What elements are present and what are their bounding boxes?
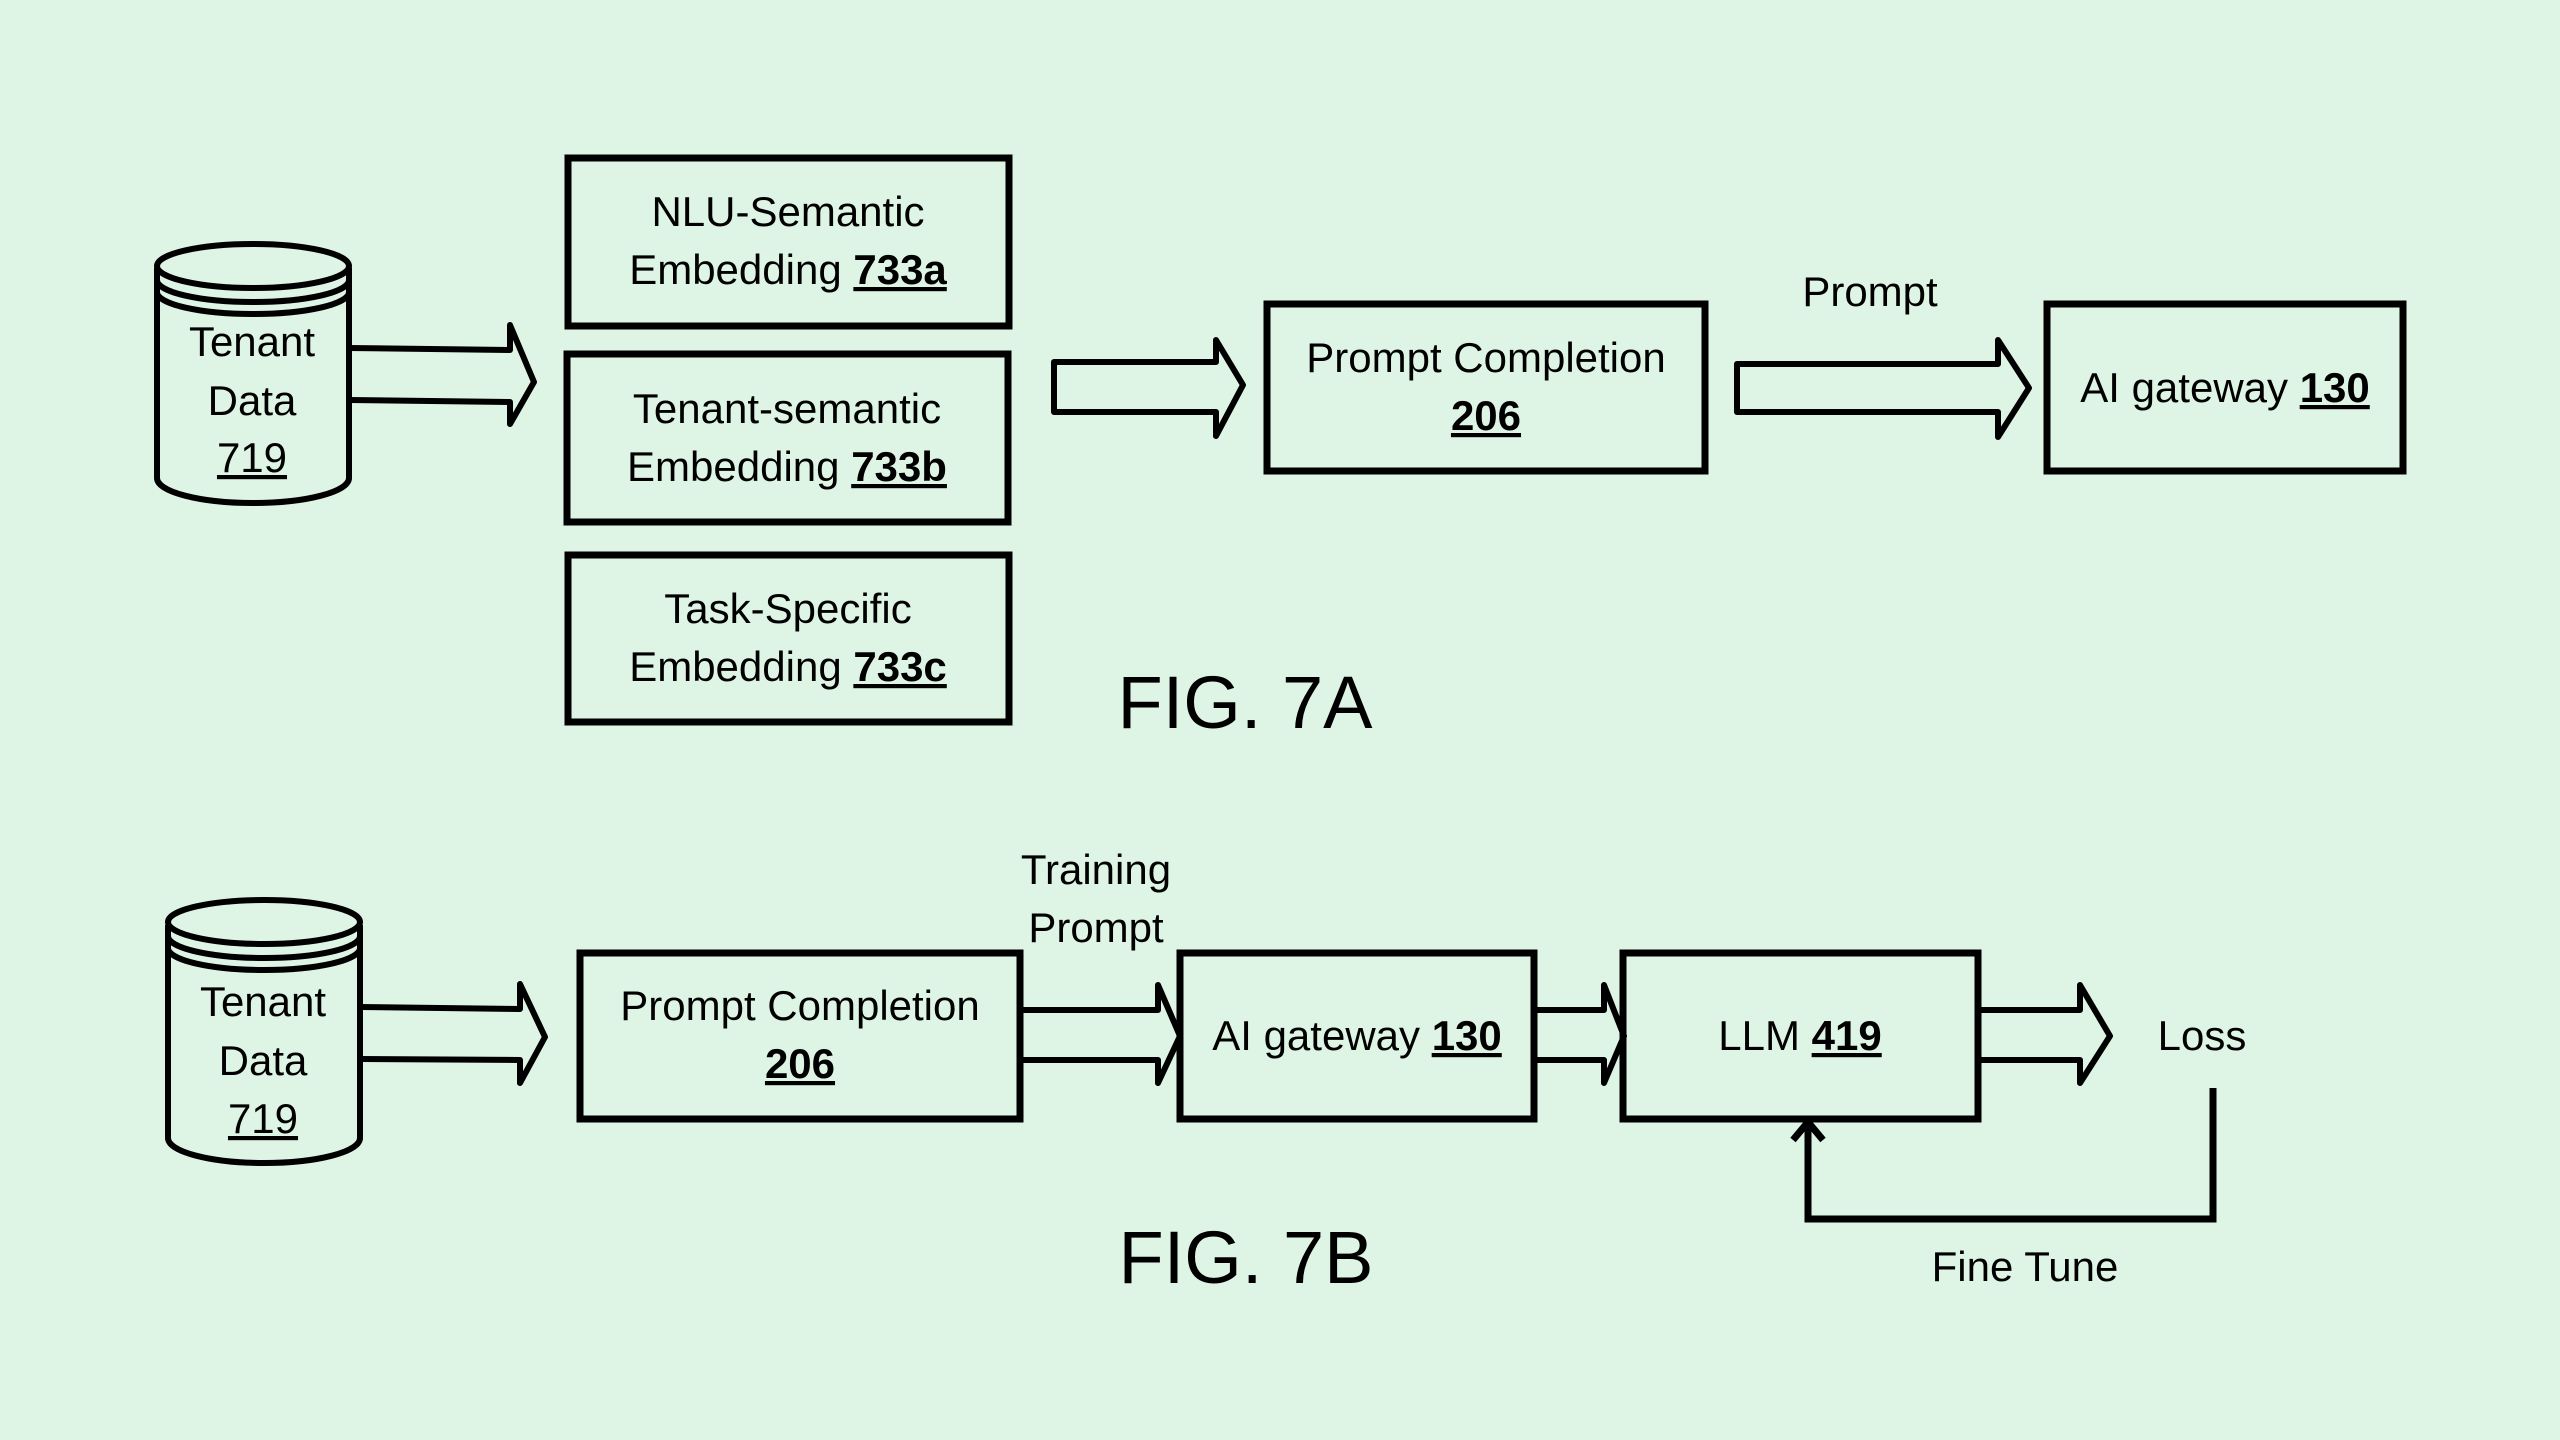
block-arrow-right-icon <box>1051 337 1246 439</box>
tenant-data-label-line1: Tenant <box>200 978 326 1025</box>
prompt-completion-box-7b: Prompt Completion 206 <box>576 949 1024 1123</box>
llm-label: LLM 419 <box>1718 1012 1881 1059</box>
database-icon <box>165 925 363 1166</box>
cylinder-ring <box>165 947 363 973</box>
embedding-subtitle: Embedding 733a <box>629 246 947 293</box>
block-arrow-right-icon <box>1978 982 2113 1086</box>
fine-tune-label: Fine Tune <box>1932 1243 2119 1290</box>
prompt-arrow-label: Prompt <box>1802 268 1938 315</box>
figure-caption-7a: FIG. 7A <box>1118 661 1374 744</box>
block-arrow-right-icon <box>1734 337 2032 440</box>
block-arrow-right-icon <box>359 981 548 1086</box>
cylinder-ring <box>154 291 352 317</box>
llm-box: LLM 419 <box>1619 949 1982 1123</box>
block-arrow-right-icon <box>1020 982 1183 1086</box>
ai-gateway-label: AI gateway 130 <box>2080 364 2370 411</box>
fig7a: Tenant Data 719 NLU-Semantic Embedding 7… <box>154 154 2407 744</box>
block-arrow-right-icon <box>1534 982 1627 1086</box>
embedding-subtitle: Embedding 733c <box>629 643 947 690</box>
ai-gateway-box-7a: AI gateway 130 <box>2043 300 2407 475</box>
prompt-completion-label: Prompt Completion <box>620 982 979 1029</box>
embedding-title: Tenant-semantic <box>633 385 941 432</box>
cylinder-top <box>154 241 352 291</box>
ai-gateway-box-7b: AI gateway 130 <box>1176 949 1538 1123</box>
embedding-subtitle: Embedding 733b <box>627 443 947 490</box>
embedding-box-task: Task-Specific Embedding 733c <box>564 551 1013 726</box>
embedding-title: Task-Specific <box>664 585 911 632</box>
prompt-completion-ref: 206 <box>765 1040 835 1087</box>
prompt-completion-box-7a: Prompt Completion 206 <box>1263 300 1709 475</box>
prompt-completion-label: Prompt Completion <box>1306 334 1665 381</box>
ai-gateway-label: AI gateway 130 <box>1212 1012 1502 1059</box>
tenant-data-ref: 719 <box>228 1095 298 1142</box>
database-icon <box>154 268 352 506</box>
training-prompt-label-line1: Training <box>1021 846 1171 893</box>
tenant-data-cylinder-7a: Tenant Data 719 <box>154 241 352 506</box>
block-arrow-right-icon <box>348 322 537 427</box>
embedding-box-tenant: Tenant-semantic Embedding 733b <box>563 350 1012 526</box>
loss-label: Loss <box>2158 1012 2247 1059</box>
arrowhead-up-icon <box>1790 1116 1826 1143</box>
embedding-title: NLU-Semantic <box>651 188 924 235</box>
embedding-box-nlu: NLU-Semantic Embedding 733a <box>564 154 1013 330</box>
tenant-data-label-line2: Data <box>208 377 297 424</box>
tenant-data-ref: 719 <box>217 434 287 481</box>
fig7b: Tenant Data 719 Prompt Completion 206 Tr… <box>165 846 2247 1299</box>
prompt-completion-ref: 206 <box>1451 392 1521 439</box>
figure-caption-7b: FIG. 7B <box>1119 1216 1374 1299</box>
cylinder-top <box>165 897 363 947</box>
cylinder-ring <box>154 279 352 305</box>
training-prompt-label-line2: Prompt <box>1028 904 1164 951</box>
tenant-data-label-line2: Data <box>219 1037 308 1084</box>
tenant-data-label-line1: Tenant <box>189 318 315 365</box>
fine-tune-feedback-line <box>1804 1088 2217 1223</box>
cylinder-ring <box>165 935 363 961</box>
tenant-data-cylinder-7b: Tenant Data 719 <box>165 897 363 1166</box>
